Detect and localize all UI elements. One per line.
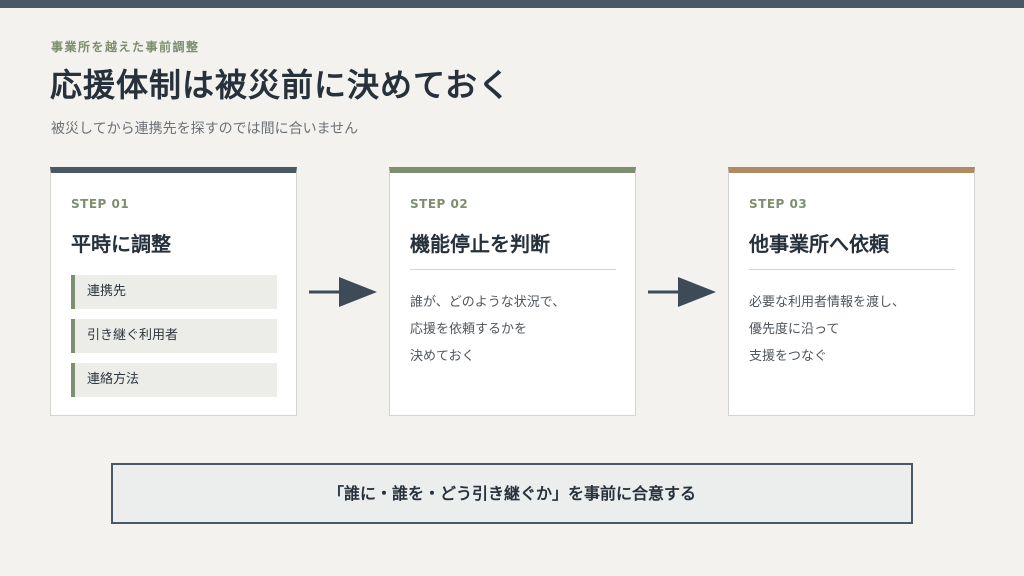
page-title: 応援体制は被災前に決めておく (50, 66, 512, 104)
step-title: 機能停止を判断 (410, 232, 550, 256)
step-card-3: STEP 03 他事業所へ依頼 必要な利用者情報を渡し、 優先度に沿って 支援を… (728, 167, 975, 416)
step-label: STEP 01 (71, 197, 130, 211)
step-description-line: 優先度に沿って (749, 322, 840, 337)
step-description-line: 応援を依頼するかを (410, 322, 528, 337)
divider (410, 269, 616, 270)
step-description-line: 決めておく (410, 349, 475, 364)
page-subtitle: 被災してから連携先を探すのでは間に合いません (51, 121, 359, 137)
agreement-callout: 「誰に・誰を・どう引き継ぐか」を事前に合意する (111, 463, 913, 524)
step-description-line: 誰が、どのような状況で、 (410, 295, 566, 310)
step-card-1: STEP 01 平時に調整 連携先 引き継ぐ利用者 連絡方法 (50, 167, 297, 416)
section-kicker: 事業所を越えた事前調整 (51, 40, 200, 54)
step-label: STEP 02 (410, 197, 469, 211)
list-item: 引き継ぐ利用者 (71, 319, 277, 353)
list-item: 連絡方法 (71, 363, 277, 397)
step-card-2: STEP 02 機能停止を判断 誰が、どのような状況で、 応援を依頼するかを 決… (389, 167, 636, 416)
step-description-line: 必要な利用者情報を渡し、 (749, 295, 906, 310)
step-title: 平時に調整 (71, 232, 171, 256)
list-item: 連携先 (71, 275, 277, 309)
top-accent-bar (0, 0, 1024, 8)
step-title: 他事業所へ依頼 (749, 232, 889, 256)
step-label: STEP 03 (749, 197, 808, 211)
arrow-right-icon (309, 277, 377, 307)
step-description-line: 支援をつなぐ (749, 349, 828, 364)
divider (749, 269, 955, 270)
arrow-right-icon (648, 277, 716, 307)
